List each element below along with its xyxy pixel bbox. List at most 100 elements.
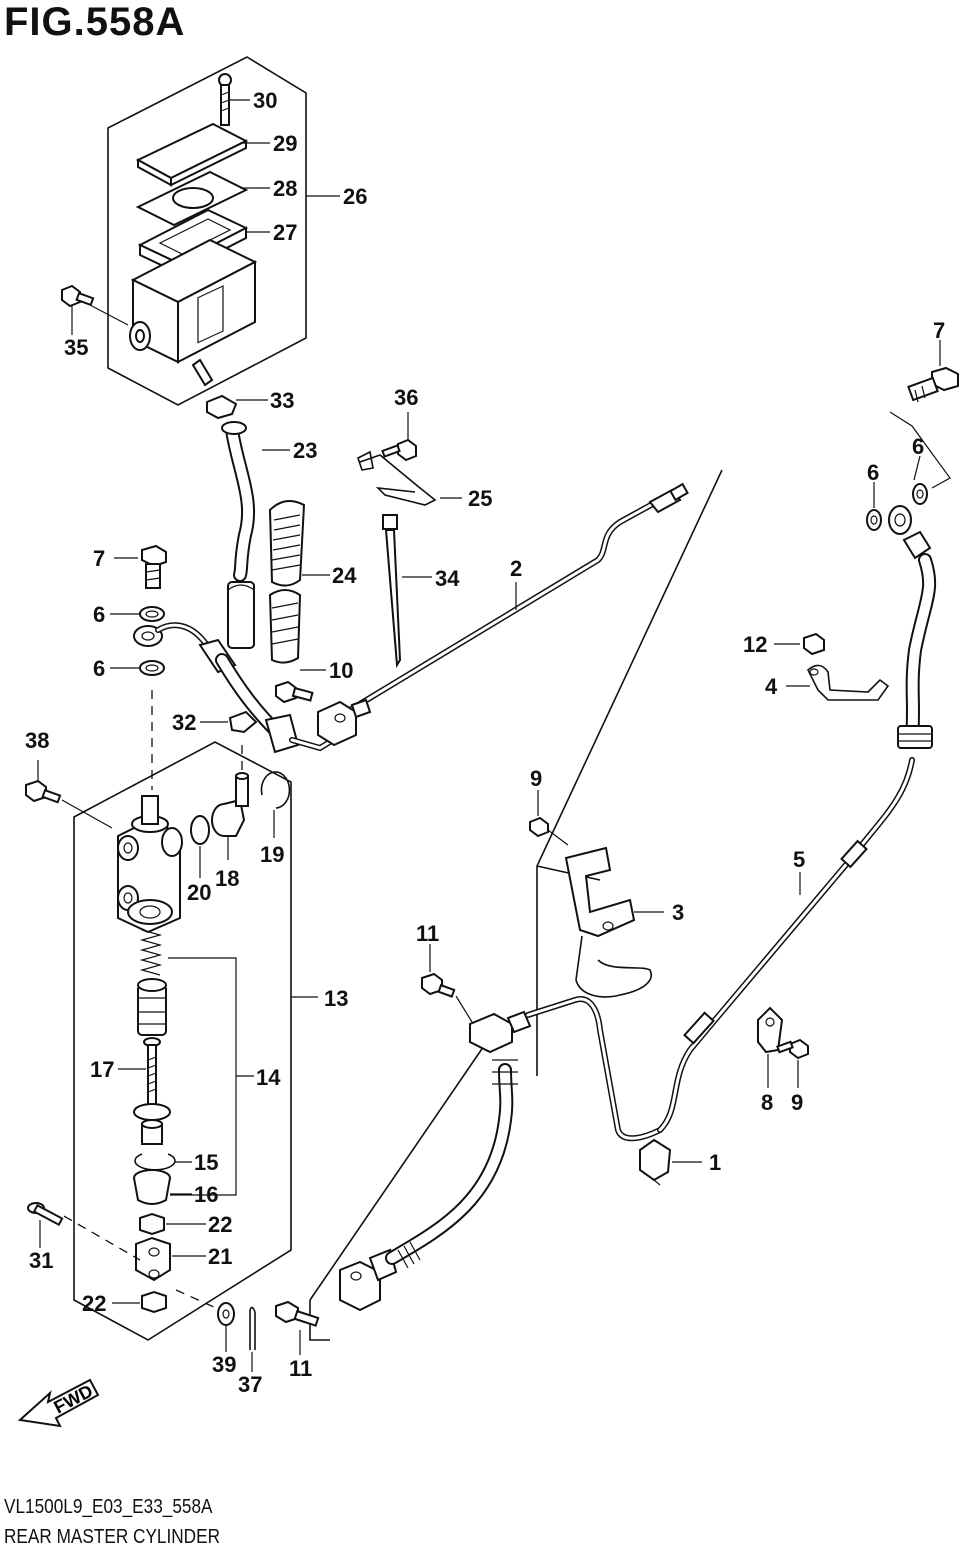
brake-hose-lower <box>385 1059 518 1269</box>
callout-18: 18 <box>215 866 239 891</box>
bolt-35 <box>61 284 129 335</box>
callout-33: 33 <box>270 388 294 413</box>
callout-13: 13 <box>324 986 348 1011</box>
screw-30 <box>218 73 232 126</box>
callout-6-a: 6 <box>93 602 105 627</box>
nut-22-lower <box>112 1290 167 1314</box>
callout-30: 30 <box>253 88 277 113</box>
callout-37: 37 <box>238 1372 262 1397</box>
clamp-1 <box>639 1138 702 1186</box>
pin-31 <box>27 1202 64 1248</box>
callout-35: 35 <box>64 335 88 360</box>
clamp-32 <box>200 710 258 734</box>
bolt-36 <box>381 412 417 462</box>
callout-22-lower: 22 <box>82 1291 106 1316</box>
union-bolt-7-right <box>907 340 959 403</box>
callout-12: 12 <box>743 632 767 657</box>
union-bolt-7-left <box>114 544 167 589</box>
callout-22-upper: 22 <box>208 1212 232 1237</box>
clevis-21 <box>135 1236 206 1282</box>
callout-4: 4 <box>765 674 778 699</box>
callout-6-b: 6 <box>93 656 105 681</box>
junction-block-upper <box>317 698 372 747</box>
callout-39: 39 <box>212 1352 236 1377</box>
nut-22-upper <box>139 1212 206 1236</box>
protector-24 <box>268 500 330 664</box>
bolt-10 <box>275 669 326 704</box>
bolt-12 <box>774 632 825 656</box>
circlip-19 <box>260 771 291 809</box>
washer-6d <box>912 483 928 505</box>
callout-9-lower: 9 <box>791 1090 803 1115</box>
cable-tie-34 <box>382 514 432 669</box>
callout-7-left: 7 <box>93 546 105 571</box>
clamp-33 <box>206 394 268 420</box>
callout-labels: 30 29 28 26 27 35 33 3 6 23 25 7 6 6 2 24… <box>25 88 945 1397</box>
boot-16 <box>133 1169 192 1205</box>
callout-17: 17 <box>90 1057 114 1082</box>
callout-10: 10 <box>329 658 353 683</box>
fwd-arrow: FWD <box>17 1378 100 1428</box>
callout-26: 26 <box>343 184 367 209</box>
pipe-2 <box>347 482 689 713</box>
callout-34: 34 <box>435 566 460 591</box>
circlip-15 <box>134 1153 176 1171</box>
callout-25: 25 <box>468 486 492 511</box>
reservoir-group <box>61 56 307 406</box>
callout-23: 23 <box>293 438 317 463</box>
piston-14 <box>137 978 167 1047</box>
callout-8: 8 <box>761 1090 773 1115</box>
cylinder-body <box>117 795 183 934</box>
washer-39 <box>217 1302 235 1326</box>
callout-32: 32 <box>172 710 196 735</box>
callout-38: 38 <box>25 728 49 753</box>
washer-6c <box>866 509 882 531</box>
bolt-9-upper <box>529 790 569 846</box>
callout-11-lower: 11 <box>289 1356 312 1381</box>
pipe-to-clamp <box>525 996 663 1142</box>
callout-1: 1 <box>709 1150 721 1175</box>
bolt-11-lower <box>275 1300 320 1355</box>
bolt-9-lower <box>776 1038 809 1088</box>
callout-28: 28 <box>273 176 297 201</box>
brake-hose-5 <box>657 505 937 1133</box>
callout-9-upper: 9 <box>530 766 542 791</box>
bracket-4 <box>786 664 890 701</box>
callout-2: 2 <box>510 556 522 581</box>
hose-23 <box>221 421 290 649</box>
bolt-11-upper <box>421 944 473 1023</box>
oring-20 <box>190 815 210 845</box>
reservoir-body <box>129 238 258 387</box>
cotter-pin-37 <box>249 1306 256 1350</box>
callout-3: 3 <box>672 900 684 925</box>
figure-subtitle: REAR MASTER CYLINDER <box>4 1526 220 1548</box>
junction-block-lower <box>339 1248 398 1312</box>
callout-5: 5 <box>793 847 805 872</box>
callout-6-d: 6 <box>912 434 924 459</box>
figure-title: FIG.558A <box>4 0 186 44</box>
clip-25 <box>357 450 462 506</box>
callout-21: 21 <box>208 1244 232 1269</box>
washer-6b <box>139 660 165 676</box>
callout-14: 14 <box>256 1065 281 1090</box>
callout-15: 15 <box>194 1150 218 1175</box>
callout-31: 31 <box>29 1248 53 1273</box>
leaders-reservoir <box>230 99 340 233</box>
callout-27: 27 <box>273 220 297 245</box>
bolt-38 <box>25 760 113 829</box>
pipe-system-outline <box>309 469 723 1341</box>
figure-code: VL1500L9_E03_E33_558A <box>4 1496 213 1518</box>
washer-6a <box>139 606 165 622</box>
fitting-18 <box>211 772 249 860</box>
fwd-label: FWD <box>50 1381 96 1418</box>
callout-11-upper: 11 <box>416 921 439 946</box>
callout-24: 24 <box>332 563 357 588</box>
master-cylinder-group <box>25 741 318 1341</box>
callout-20: 20 <box>187 880 211 905</box>
callout-19: 19 <box>260 842 284 867</box>
callout-29: 29 <box>273 131 297 156</box>
dashed-centerlines <box>63 690 243 1313</box>
callout-7-right: 7 <box>933 318 945 343</box>
push-rod-17 <box>118 1044 157 1106</box>
